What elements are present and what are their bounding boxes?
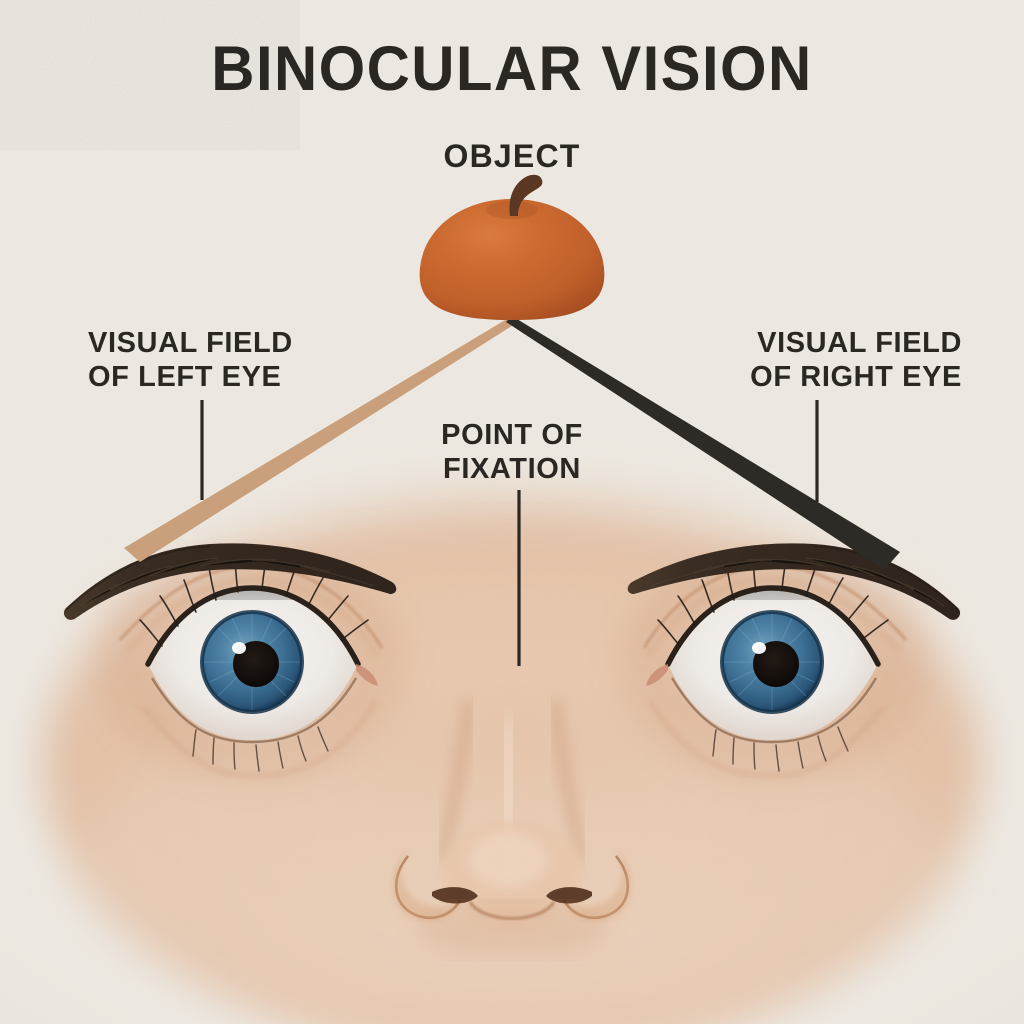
right-eye-highlight [752, 642, 766, 654]
left-eye-sight-line [124, 316, 518, 562]
left-tear-duct [356, 664, 378, 686]
label-fixation-line2: FIXATION [443, 453, 581, 485]
left-eye [118, 558, 384, 779]
left-brow-hairs [79, 557, 375, 607]
right-eye [642, 558, 908, 779]
label-fixation-line1: POINT OF [441, 419, 583, 451]
page-title: BINOCULAR VISION [211, 34, 813, 104]
label-left-line2: OF LEFT EYE [88, 361, 282, 393]
left-upper-lashes [139, 558, 369, 647]
left-lower-lashes [192, 726, 329, 772]
label-object: OBJECT [443, 138, 581, 174]
label-visual-field-left-eye: VISUAL FIELD OF LEFT EYE [88, 326, 293, 394]
right-lower-lashes [712, 726, 849, 772]
leader-lines [200, 400, 819, 666]
label-left-line1: VISUAL FIELD [88, 327, 293, 359]
right-brow-hairs [649, 557, 945, 607]
left-eye-highlight [232, 642, 246, 654]
label-point-of-fixation: POINT OF FIXATION [0, 418, 1024, 486]
label-right-line2: OF RIGHT EYE [750, 361, 962, 393]
right-tear-duct [646, 664, 668, 686]
apple-body [419, 199, 605, 320]
left-nostril [432, 887, 478, 904]
label-visual-field-right-eye: VISUAL FIELD OF RIGHT EYE [750, 326, 962, 394]
apple-stem [509, 174, 543, 216]
right-pupil [753, 641, 799, 687]
nose [392, 698, 632, 956]
left-eyebrow [63, 543, 397, 620]
right-eye-sight-line [506, 316, 900, 570]
right-upper-lashes [657, 558, 889, 647]
right-nostril [546, 887, 592, 904]
left-pupil [233, 641, 279, 687]
label-right-line1: VISUAL FIELD [757, 327, 962, 359]
